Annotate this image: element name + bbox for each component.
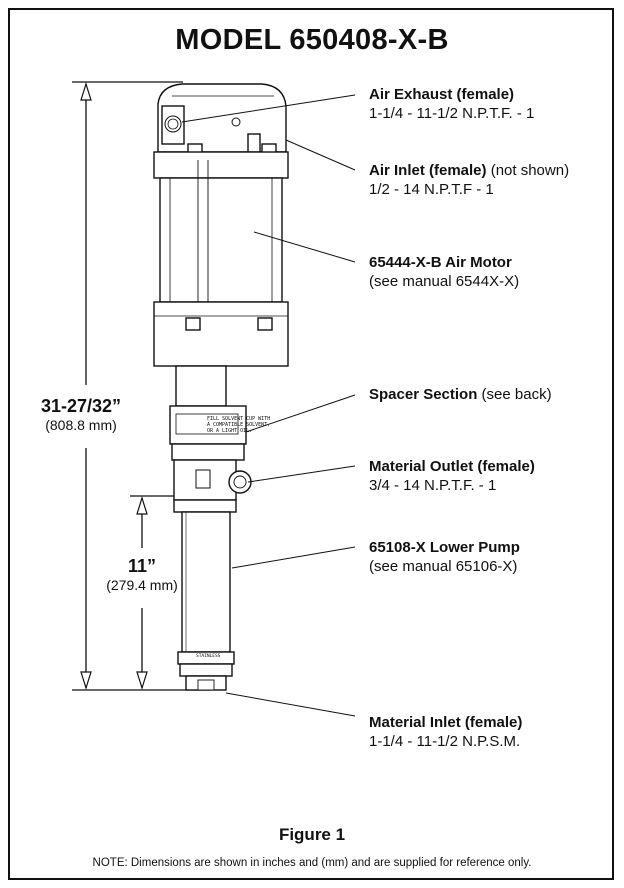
lower-dim-arrow-up [136,495,148,515]
figure-border [8,8,614,880]
callout-material-outlet-spec: 3/4 - 14 N.P.T.F. - 1 [369,477,497,494]
callout-air-inlet-title: Air Inlet (female) [369,162,487,179]
callout-material-inlet: Material Inlet (female) 1-1/4 - 11-1/2 N… [369,713,522,751]
leader-air-motor [253,231,356,263]
model-title: MODEL 650408-X-B [175,24,449,56]
callout-spacer-section: Spacer Section (see back) [369,385,552,404]
spacer-label-line-1: FILL SOLVENT CUP WITH [207,416,270,422]
outlet-nut [173,499,237,513]
lower-dimension-metric: (279.4 mm) [106,577,178,593]
motor-top-plate [153,151,289,179]
callout-lower-pump: 65108-X Lower Pump (see manual 65106-X) [369,538,520,576]
leader-air-inlet [285,139,356,171]
air-motor-cylinder [159,177,283,303]
overall-dim-arrow-up [80,81,92,101]
leader-spacer [245,394,356,433]
cap-hole [231,117,241,127]
overall-dimension: 31-27/32” (808.8 mm) [18,396,144,433]
callout-lower-pump-title: 65108-X Lower Pump [369,539,520,556]
callout-material-outlet: Material Outlet (female) 3/4 - 14 N.P.T.… [369,457,535,495]
leader-material-outlet [247,465,356,483]
dimensions-note: NOTE: Dimensions are shown in inches and… [92,857,532,869]
callout-air-inlet-note: (not shown) [486,162,570,179]
lower-dim-arrow-down [136,671,148,691]
callout-air-motor-title: 65444-X-B Air Motor [369,254,512,271]
callout-air-motor-manual: (see manual 6544X-X) [369,273,520,290]
callout-spacer-title: Spacer Section [369,386,478,403]
stainless-collar [171,443,245,461]
leader-material-inlet [225,692,356,717]
callout-air-exhaust-spec: 1-1/4 - 11-1/2 N.P.T.F. - 1 [369,105,535,122]
callout-material-inlet-spec: 1-1/4 - 11-1/2 N.P.S.M. [369,733,521,750]
spacer-label-line-2: A COMPATIBLE SOLVENT, [207,422,270,428]
air-inlet-fitting [247,133,261,153]
callout-air-inlet: Air Inlet (female) (not shown) 1/2 - 14 … [369,161,569,199]
leader-air-exhaust [181,94,356,123]
callout-material-inlet-title: Material Inlet (female) [369,714,523,731]
lower-dimension-imperial: 11” [127,556,157,576]
spacer-label-line-3: OR A LIGHT OIL. [207,428,252,434]
callout-lower-pump-manual: (see manual 65106-X) [369,558,518,575]
lower-pump-tube [181,511,231,653]
leader-lower-pump [231,546,356,569]
callout-air-inlet-spec: 1/2 - 14 N.P.T.F - 1 [369,181,494,198]
foot-valve [179,663,233,677]
spacer-rod [175,365,227,407]
callout-air-exhaust-title: Air Exhaust (female) [369,86,515,103]
lower-dimension: 11” (279.4 mm) [96,556,188,593]
stainless-label: STAINLESS [196,653,221,659]
overall-dimension-metric: (808.8 mm) [45,417,117,433]
callout-air-exhaust: Air Exhaust (female) 1-1/4 - 11-1/2 N.P.… [369,85,534,123]
callout-air-motor: 65444-X-B Air Motor (see manual 6544X-X) [369,253,519,291]
motor-base [153,301,289,367]
callout-spacer-note: (see back) [477,386,552,403]
callout-material-outlet-title: Material Outlet (female) [369,458,535,475]
figure-label: Figure 1 [278,825,346,844]
overall-dim-arrow-down [80,671,92,691]
overall-dimension-imperial: 31-27/32” [40,396,122,416]
